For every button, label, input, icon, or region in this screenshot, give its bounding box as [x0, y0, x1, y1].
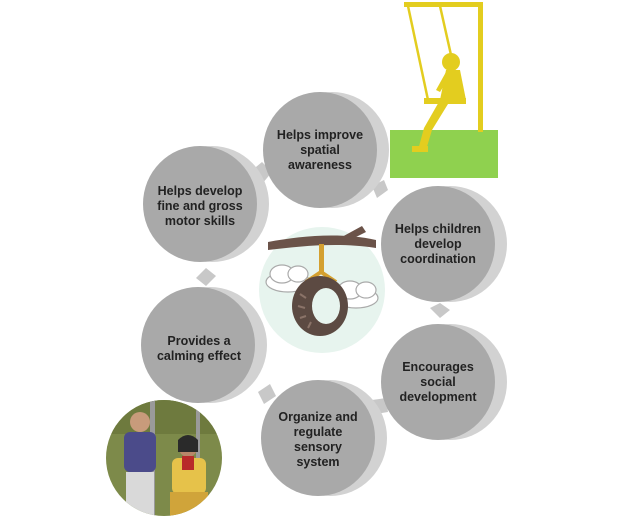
cycle-arrows	[196, 162, 450, 414]
node-spatial-awareness	[263, 92, 389, 208]
node-label-spatial: Helps improve spatial awareness	[276, 127, 364, 172]
node-coordination	[381, 186, 507, 302]
tire-swing-icon	[259, 226, 385, 353]
arrow-sensory-to-calming	[258, 384, 276, 404]
couple-on-swings-photo	[106, 400, 222, 516]
node-label-coordination: Helps children develop coordination	[394, 221, 482, 266]
child-on-swing-icon	[390, 2, 498, 178]
node-social-development	[381, 324, 507, 440]
arrow-calming-to-motor	[196, 268, 216, 286]
node-label-sensory: Organize and regulate sensory system	[278, 410, 358, 469]
node-motor-skills	[143, 146, 269, 262]
node-calming-effect	[141, 287, 267, 403]
node-label-calming: Provides a calming effect	[156, 334, 242, 363]
arrow-coordination-to-social	[430, 303, 450, 318]
node-label-motor: Helps develop fine and gross motor skill…	[157, 183, 243, 228]
node-label-social: Encourages social development	[399, 359, 477, 404]
node-sensory-system	[261, 380, 387, 496]
